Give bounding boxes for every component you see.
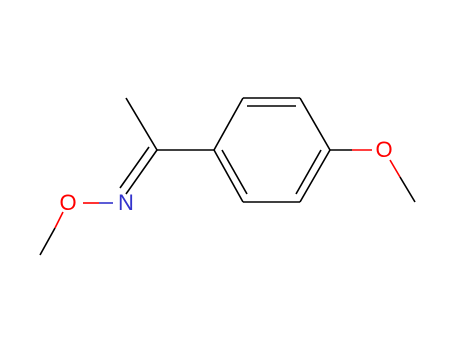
bond-ether-methyl-red	[389, 159, 401, 178]
bond-ether-methyl-black	[399, 176, 416, 203]
ring-bond-3	[299, 97, 331, 151]
ring-bond-1	[213, 97, 244, 151]
ring-bond-6-inner	[221, 149, 248, 195]
atom-o-ether: O	[375, 137, 392, 162]
bond-o-methyl-black	[39, 227, 56, 256]
bond-o-methyl-red	[54, 211, 64, 229]
bond-c-n-double-2	[119, 146, 150, 189]
atom-o-oxime: O	[59, 190, 76, 215]
ring-bond-6	[213, 149, 244, 203]
ring-bond-4	[299, 149, 331, 203]
atom-n-imine: N	[118, 190, 134, 215]
bond-methyl-c	[125, 97, 158, 151]
ring-bond-4-inner	[295, 149, 322, 195]
bond-c-n-double-1	[125, 149, 158, 195]
